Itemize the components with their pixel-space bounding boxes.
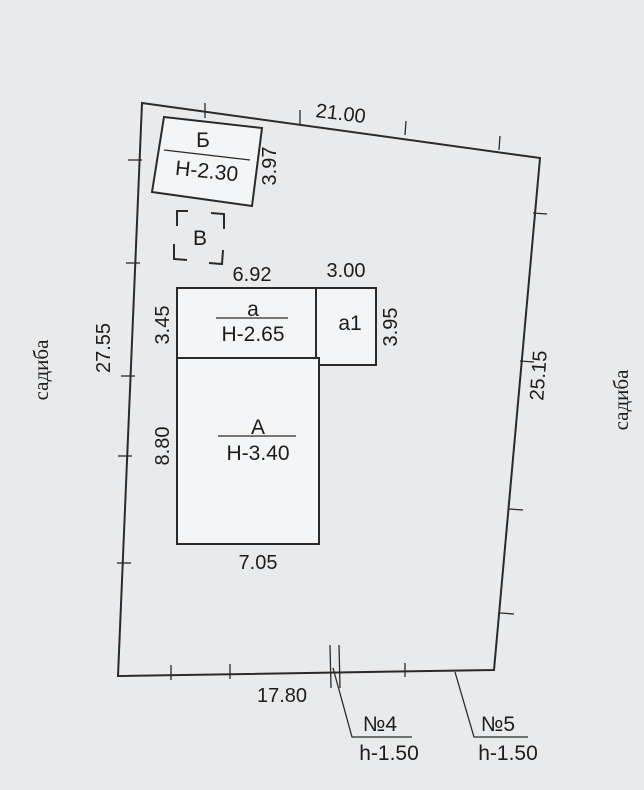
neighbor-right-label: садиба <box>609 369 633 431</box>
boundary-ticks <box>117 103 548 689</box>
building-b <box>150 115 264 208</box>
marker-5-elevation: h-1.50 <box>478 742 538 765</box>
plot-left-length: 27.55 <box>93 323 115 373</box>
building-a1-width: 3.00 <box>327 260 366 282</box>
building-main-house-width: 7.05 <box>239 552 278 574</box>
building-a-annex-name: а <box>247 298 259 321</box>
building-a-annex <box>176 287 317 359</box>
marker-5-leader <box>454 671 528 738</box>
marker-4-leader <box>332 667 412 738</box>
building-v-outline <box>173 210 225 266</box>
marker-4-number: №4 <box>363 713 398 736</box>
marker-4-elevation: h-1.50 <box>359 742 419 765</box>
building-a1-annex <box>315 287 377 366</box>
building-b-divider <box>163 149 251 161</box>
plot-boundary <box>116 101 542 678</box>
plot-right-length: 25.15 <box>526 350 551 401</box>
building-b-side: 3.97 <box>259 147 281 186</box>
marker-5-number: №5 <box>481 713 515 736</box>
building-main-house-depth: 8.80 <box>152 427 174 466</box>
building-main-house <box>176 357 320 545</box>
building-a-annex-height: Н-2.65 <box>221 323 284 346</box>
building-main-house-height: Н-3.40 <box>226 442 289 465</box>
neighbor-left-label: садиба <box>29 339 53 401</box>
plot-bottom-length: 17.80 <box>257 685 307 707</box>
plot-top-length: 21.00 <box>315 100 367 128</box>
building-b-name: Б <box>196 129 210 152</box>
building-v-name: В <box>193 227 207 250</box>
building-a-annex-width: 6.92 <box>233 264 272 286</box>
building-a1-name: а1 <box>338 312 361 335</box>
building-a1-depth: 3.95 <box>380 308 402 347</box>
building-a-annex-depth: 3.45 <box>152 306 174 345</box>
building-main-house-name: А <box>251 416 265 439</box>
